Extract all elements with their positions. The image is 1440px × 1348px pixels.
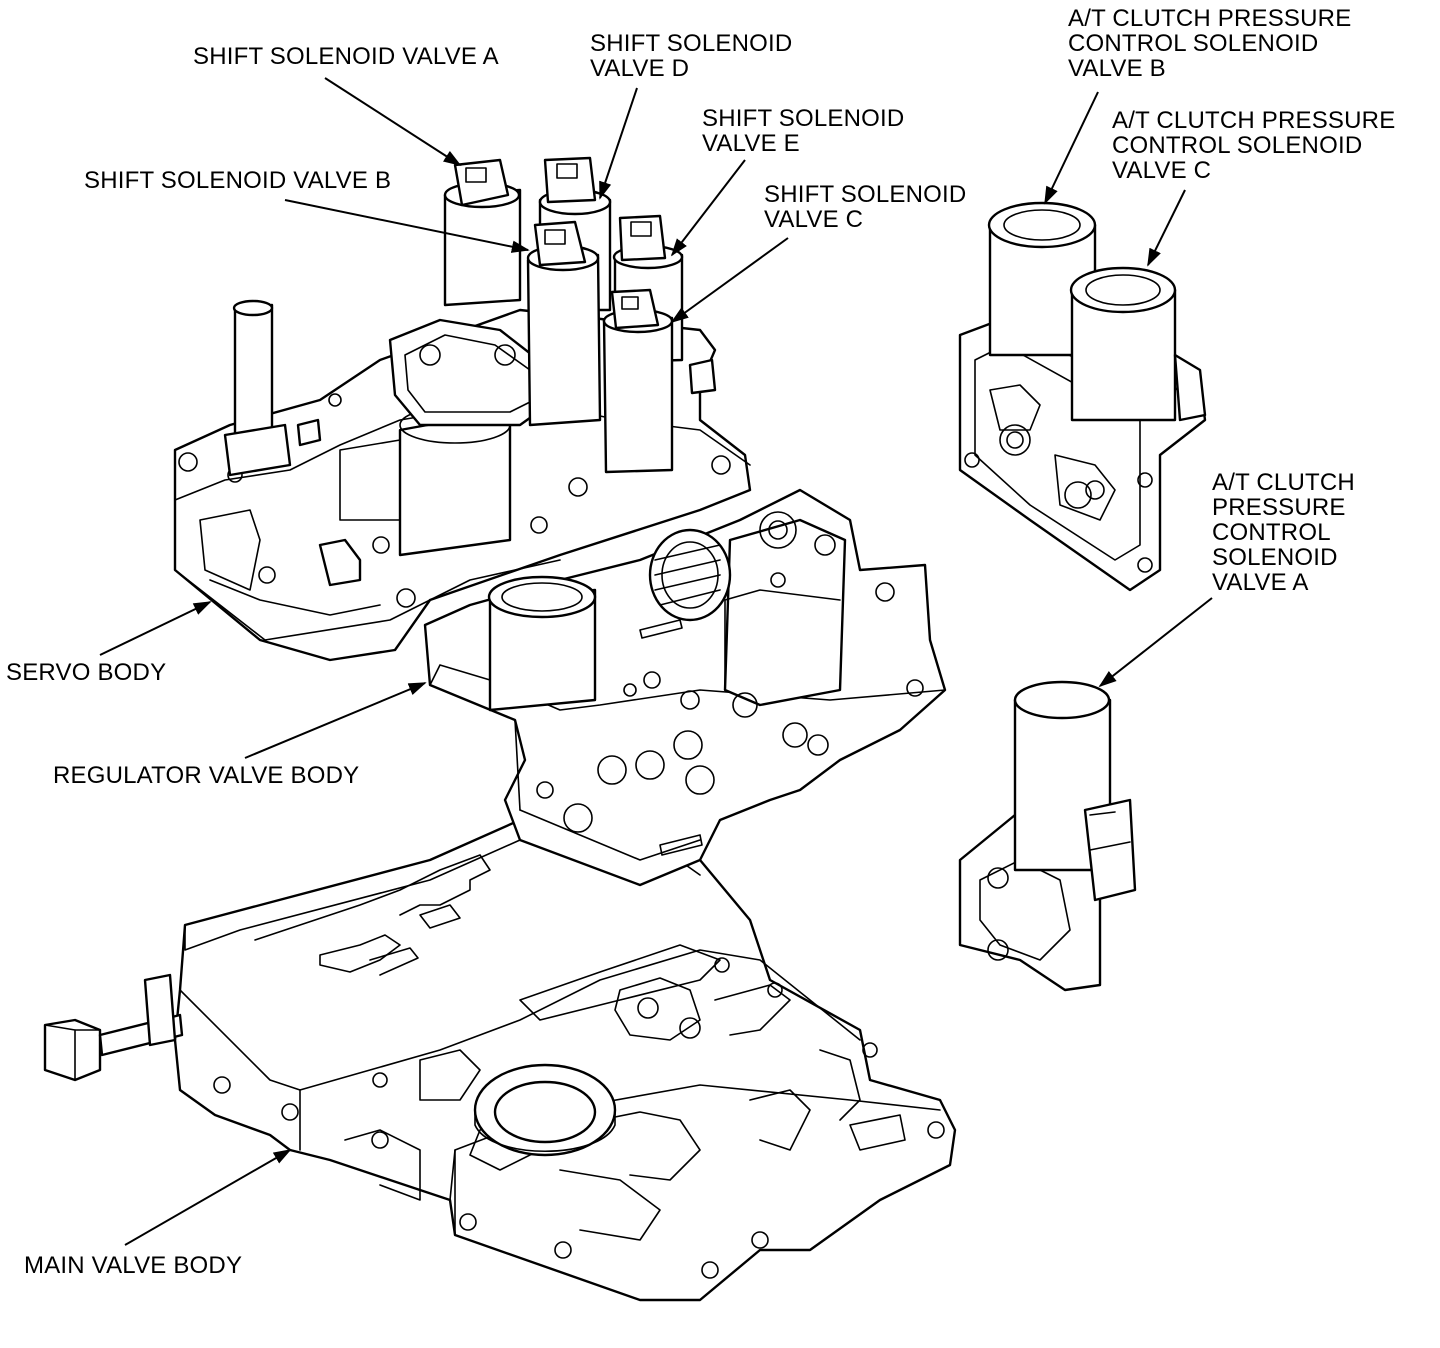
label-line: CONTROL bbox=[1212, 519, 1331, 546]
label-line: VALVE B bbox=[1068, 55, 1166, 82]
label-line: REGULATOR VALVE BODY bbox=[53, 762, 360, 789]
label-line: VALVE C bbox=[764, 206, 864, 233]
clutch-solenoid-a bbox=[958, 680, 1137, 992]
regulator-valve-body bbox=[423, 488, 947, 887]
label-shift-solenoid-valve-c: SHIFT SOLENOID VALVE C bbox=[764, 182, 966, 232]
label-line: SHIFT SOLENOID VALVE A bbox=[193, 43, 499, 70]
main-valve-body bbox=[43, 788, 957, 1302]
shift-solenoid-a bbox=[443, 158, 522, 307]
label-shift-solenoid-valve-d: SHIFT SOLENOID VALVE D bbox=[590, 31, 792, 81]
label-clutch-pressure-solenoid-c: A/T CLUTCH PRESSURE CONTROL SOLENOID VAL… bbox=[1112, 108, 1395, 183]
label-line: A/T CLUTCH PRESSURE bbox=[1112, 107, 1396, 134]
shift-solenoid-b bbox=[526, 220, 602, 427]
leader-lines bbox=[99, 77, 1213, 1246]
label-main-valve-body: MAIN VALVE BODY bbox=[24, 1253, 242, 1278]
label-regulator-valve-body: REGULATOR VALVE BODY bbox=[53, 763, 359, 788]
servo-body bbox=[173, 156, 752, 662]
label-line: A/T CLUTCH PRESSURE bbox=[1068, 5, 1352, 32]
label-line: SHIFT SOLENOID VALVE B bbox=[84, 167, 392, 194]
label-line: CONTROL SOLENOID bbox=[1112, 132, 1363, 159]
label-shift-solenoid-valve-b: SHIFT SOLENOID VALVE B bbox=[84, 168, 391, 193]
label-line: SHIFT SOLENOID bbox=[764, 181, 967, 208]
label-line: SOLENOID bbox=[1212, 544, 1338, 571]
clutch-solenoid-b-c-assembly bbox=[958, 201, 1207, 592]
label-clutch-pressure-solenoid-a: A/T CLUTCH PRESSURE CONTROL SOLENOID VAL… bbox=[1212, 470, 1355, 595]
label-shift-solenoid-valve-e: SHIFT SOLENOID VALVE E bbox=[702, 106, 904, 156]
label-line: SERVO BODY bbox=[6, 659, 167, 686]
label-clutch-pressure-solenoid-b: A/T CLUTCH PRESSURE CONTROL SOLENOID VAL… bbox=[1068, 6, 1351, 81]
label-servo-body: SERVO BODY bbox=[6, 660, 166, 685]
label-line: VALVE A bbox=[1212, 569, 1309, 596]
label-shift-solenoid-valve-a: SHIFT SOLENOID VALVE A bbox=[193, 44, 499, 69]
label-line: VALVE C bbox=[1112, 157, 1212, 184]
label-line: MAIN VALVE BODY bbox=[24, 1252, 243, 1279]
label-line: A/T CLUTCH bbox=[1212, 469, 1355, 496]
label-line: VALVE D bbox=[590, 55, 690, 82]
label-line: SHIFT SOLENOID bbox=[590, 30, 793, 57]
shift-solenoid-c bbox=[602, 288, 674, 474]
label-line: CONTROL SOLENOID bbox=[1068, 30, 1319, 57]
label-line: PRESSURE bbox=[1212, 494, 1346, 521]
label-line: VALVE E bbox=[702, 130, 800, 157]
label-line: SHIFT SOLENOID bbox=[702, 105, 905, 132]
